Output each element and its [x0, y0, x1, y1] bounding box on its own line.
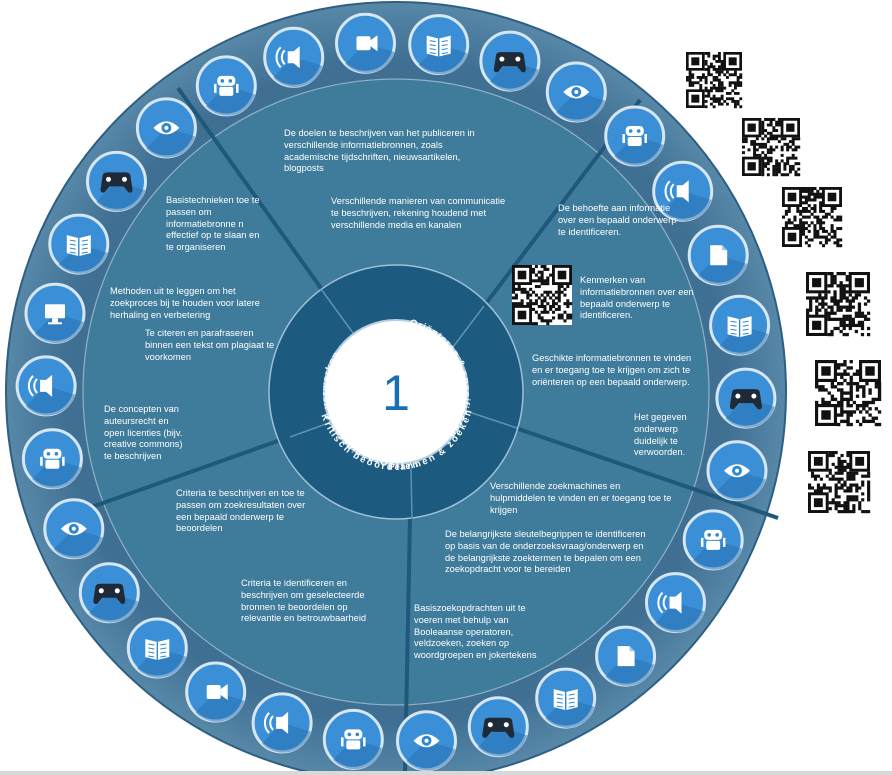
video-camera-icon	[185, 661, 247, 723]
gamepad-icon-glyph	[482, 717, 515, 738]
text-kritisch-1: Criteria te beschrijven en toe te passen…	[176, 488, 306, 534]
text-plannen-2: De belangrijkste sleutelbegrippen te ide…	[445, 529, 646, 575]
monitor-icon	[24, 282, 86, 344]
sound-icon	[652, 160, 714, 222]
text-kritisch-2: Criteria te identificeren en beschrijven…	[241, 578, 367, 624]
eye-icon	[706, 440, 768, 502]
robot-icon-glyph	[622, 126, 647, 146]
text-publiceren-1: De doelen te beschrijven van het publice…	[284, 128, 475, 174]
text-publiceren-2: Verschillende manieren van communicatie …	[331, 196, 506, 230]
robot-icon	[604, 105, 666, 167]
document-icon	[595, 625, 657, 687]
gamepad-icon	[78, 562, 140, 624]
category-ring-dividers	[289, 288, 518, 520]
center-circle	[323, 319, 469, 465]
book-icon	[48, 213, 110, 275]
qr-code	[686, 52, 743, 109]
eye-icon-glyph	[563, 85, 590, 99]
text-organiseren-1: Basistechnieken toe te passen om informa…	[166, 195, 260, 253]
sound-icon	[263, 26, 325, 88]
gamepad-icon-glyph	[729, 389, 762, 410]
sound-icon-glyph	[657, 591, 682, 614]
eye-icon	[396, 710, 457, 772]
text-plannen-3: Basiszoekopdrachten uit te voeren met be…	[414, 603, 537, 661]
book-icon	[408, 14, 470, 76]
sound-icon	[645, 572, 706, 634]
book-icon	[709, 294, 771, 356]
robot-icon-glyph	[214, 75, 239, 96]
eye-icon-glyph	[724, 464, 750, 478]
sound-icon-glyph	[275, 46, 300, 69]
gamepad-icon	[479, 30, 541, 92]
robot-icon-glyph	[341, 729, 366, 750]
eye-icon	[43, 498, 105, 560]
gamepad-icon-glyph	[93, 583, 126, 604]
book-icon-glyph	[66, 235, 91, 257]
book-icon-glyph	[145, 639, 170, 660]
eye-icon-glyph	[413, 734, 440, 748]
robot-icon	[195, 55, 257, 117]
text-plannen-1: Verschillende zoekmachines en hulpmiddel…	[490, 481, 672, 515]
qr-code	[808, 451, 871, 514]
robot-icon-glyph	[700, 529, 726, 550]
monitor-icon-glyph	[45, 304, 65, 325]
gamepad-icon-glyph	[493, 52, 526, 73]
eye-icon	[135, 97, 197, 159]
book-icon-glyph	[727, 316, 752, 338]
robot-icon	[322, 708, 384, 770]
icon-ring-group	[15, 12, 777, 772]
eye-icon-glyph	[60, 522, 87, 536]
robot-icon	[682, 509, 744, 571]
gamepad-icon	[86, 150, 147, 212]
text-orienteren-2: Kenmerken van informatiebronnen over een…	[580, 275, 694, 321]
document-icon	[687, 224, 749, 286]
eye-icon	[545, 61, 607, 123]
sound-icon	[251, 692, 313, 754]
text-organiseren-2: Methoden uit te leggen om het zoekproces…	[110, 286, 260, 320]
book-icon-glyph	[553, 689, 578, 711]
gamepad-icon	[715, 367, 777, 429]
video-camera-icon-glyph	[356, 35, 378, 52]
sound-icon-glyph	[27, 374, 53, 397]
center-label: 1	[382, 365, 410, 421]
book-icon-glyph	[426, 35, 451, 57]
document-icon-glyph	[710, 245, 728, 266]
robot-icon	[21, 428, 83, 490]
qr-code	[815, 360, 882, 427]
qr-code	[806, 272, 871, 337]
text-orienteren-1: De behoefte aan informatie over een bepa…	[558, 203, 677, 237]
sound-icon	[15, 355, 77, 417]
book-icon	[126, 617, 188, 679]
qr-code	[782, 187, 843, 248]
bottom-border	[0, 771, 892, 775]
book-icon	[535, 667, 597, 729]
text-organiseren-3: Te citeren en parafraseren binnen een te…	[145, 328, 275, 362]
sound-icon-glyph	[263, 711, 289, 734]
video-camera-icon-glyph	[206, 684, 228, 700]
document-icon-glyph	[617, 646, 635, 667]
qr-code	[512, 265, 573, 326]
gamepad-icon	[467, 696, 529, 758]
eye-icon-glyph	[153, 121, 180, 135]
robot-icon-glyph	[40, 448, 65, 469]
sound-icon-glyph	[664, 180, 689, 203]
text-orienteren-3: Geschikte informatiebronnen te vinden en…	[532, 353, 692, 387]
text-organiseren-4: De concepten van auteursrecht en open li…	[104, 404, 183, 462]
qr-code	[742, 118, 801, 177]
text-orienteren-4: Het gegeven onderwerp duidelijk te verwo…	[634, 412, 687, 458]
qr-code-group	[512, 52, 882, 514]
gamepad-icon-glyph	[100, 172, 133, 193]
video-camera-icon	[335, 12, 396, 74]
